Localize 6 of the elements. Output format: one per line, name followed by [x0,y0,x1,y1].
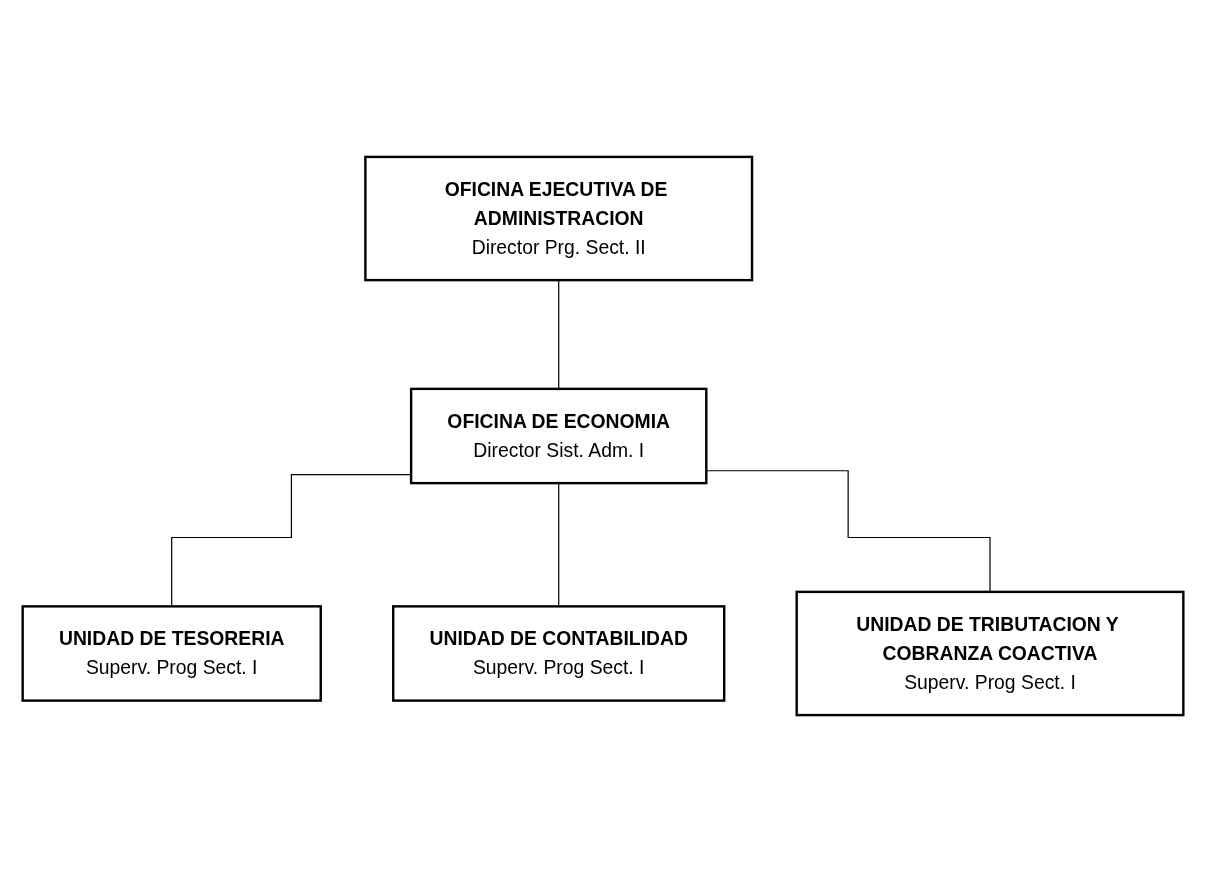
node-box: OFICINA EJECUTIVA DE ADMINISTRACION Director Prg. Sect. II [364,155,754,282]
node-box: UNIDAD DE TESORERIA Superv. Prog Sect. I [21,605,322,702]
node-box: OFICINA DE ECONOMIA Director Sist. Adm. I [409,387,708,485]
connector [171,474,412,607]
node-box: UNIDAD DE TRIBUTACION Y COBRANZA COACTIVA Superv. Prog Sect. I [795,590,1185,717]
node-box: UNIDAD DE CONTABILIDAD Superv. Prog Sect. I [392,605,726,702]
